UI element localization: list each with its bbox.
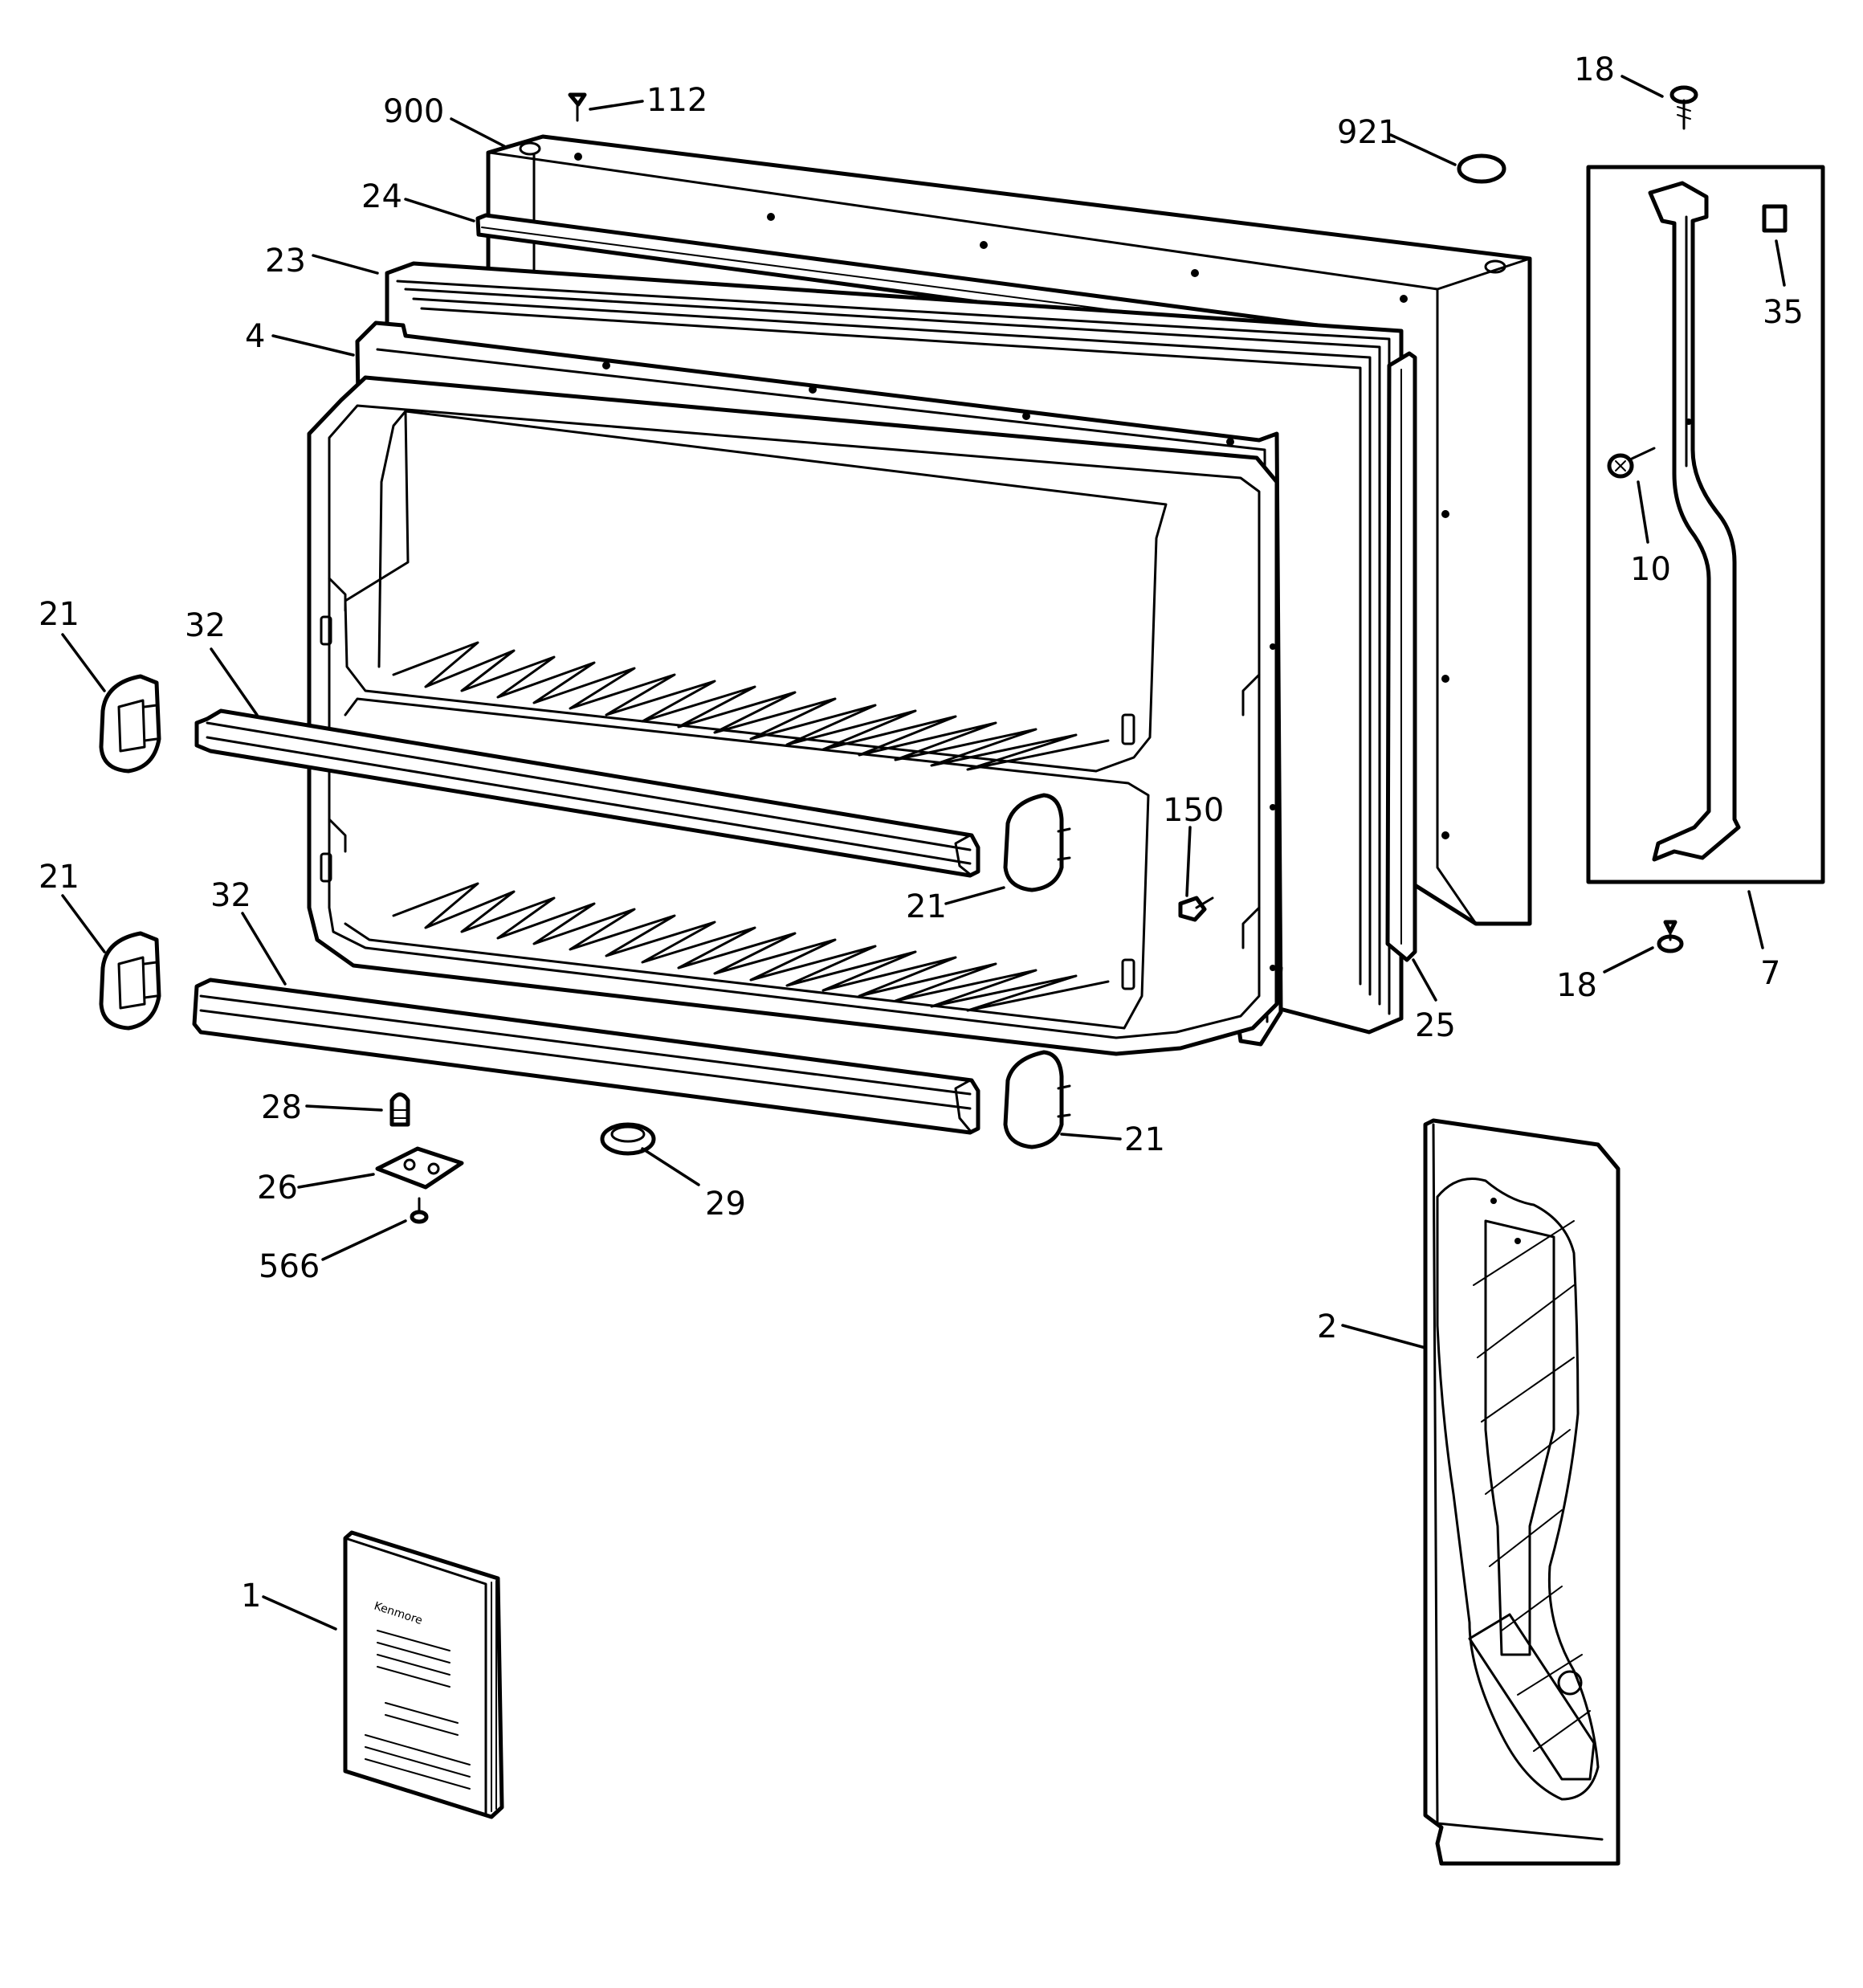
callout-35: 35 (1763, 294, 1804, 331)
callout-21-lower-left: 21 (39, 859, 79, 896)
hinge-plate-26 (375, 1146, 464, 1190)
callout-25: 25 (1415, 1007, 1456, 1044)
plug-28 (389, 1092, 410, 1127)
callout-112: 112 (646, 82, 707, 119)
end-cap-upper-right (1003, 793, 1071, 892)
screw-150 (1178, 896, 1214, 922)
end-cap-lower-left (99, 931, 161, 1031)
callout-566: 566 (259, 1248, 320, 1285)
callout-21-upper-right: 21 (906, 888, 947, 925)
callout-18-bottom: 18 (1556, 967, 1597, 1004)
end-cap-upper-left (99, 674, 161, 774)
lower-shelf-ribs (392, 882, 1110, 1012)
callout-900: 900 (383, 93, 444, 130)
callout-26: 26 (257, 1170, 298, 1206)
callout-4: 4 (245, 318, 265, 355)
callout-24: 24 (361, 178, 402, 215)
callout-23: 23 (265, 243, 306, 280)
lower-shelf-bar (192, 978, 980, 1135)
side-strip (1385, 351, 1417, 962)
handle-trim-package (1423, 1118, 1620, 1866)
leader-lines (61, 75, 1786, 1631)
callout-10: 10 (1630, 551, 1671, 588)
upper-shelf-ribs (392, 641, 1110, 771)
callout-21-upper-left: 21 (39, 596, 79, 633)
handle-assembly-box (1586, 165, 1825, 884)
owners-manual: Kenmore (343, 1530, 504, 1819)
callout-2: 2 (1317, 1308, 1337, 1345)
screw-566 (410, 1197, 429, 1224)
end-cap-lower-right (1003, 1050, 1071, 1149)
screw-18-bottom (1657, 920, 1684, 953)
callout-18-top: 18 (1574, 51, 1615, 88)
callout-29: 29 (705, 1186, 746, 1223)
callout-labels: 900 112 921 18 24 23 4 35 10 21 32 150 2… (39, 51, 1804, 1614)
plug-921 (1457, 153, 1506, 184)
callout-28: 28 (261, 1089, 302, 1126)
callout-32-lower: 32 (210, 877, 251, 914)
callout-7: 7 (1760, 955, 1780, 992)
callout-1: 1 (241, 1578, 261, 1614)
screw-112 (568, 92, 587, 122)
callout-21-lower-right: 21 (1124, 1121, 1165, 1158)
screw-18-top (1669, 85, 1698, 130)
plug-29 (600, 1122, 656, 1156)
callout-150: 150 (1163, 792, 1224, 829)
upper-shelf-bar (194, 708, 980, 878)
callout-921: 921 (1337, 114, 1398, 151)
callout-32-upper: 32 (185, 607, 226, 644)
